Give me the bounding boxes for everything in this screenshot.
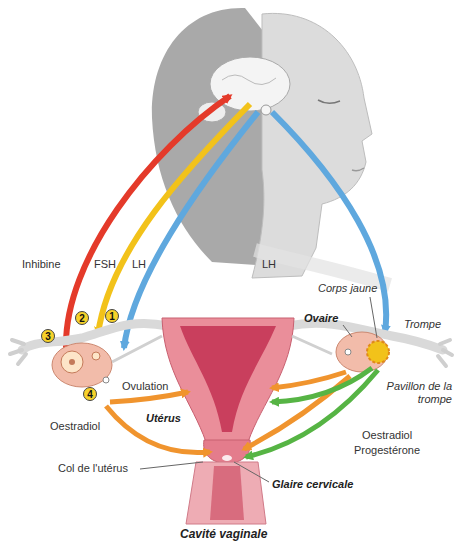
organ-label: Glaire cervicale	[272, 478, 353, 491]
right-ovary	[336, 332, 388, 372]
vagina	[186, 462, 266, 524]
corpus-luteum	[367, 341, 389, 363]
cervix	[204, 440, 251, 464]
closed-eye	[318, 100, 340, 103]
head-drawing	[152, 8, 390, 285]
left-ovary	[52, 343, 112, 387]
face	[252, 13, 372, 278]
lips	[352, 168, 364, 171]
hormone-label: LH	[262, 258, 276, 271]
lh-arrow-left	[124, 112, 258, 348]
brain-folds	[222, 75, 276, 85]
organ-label: Cavité vaginale	[180, 527, 267, 541]
genital-tract	[10, 318, 452, 524]
organ-label: Utérus	[146, 412, 181, 425]
oestradiol-arrow	[110, 392, 188, 402]
hormone-label: FSH	[94, 258, 116, 271]
organ-label: Pavillon de la trompe	[378, 380, 452, 406]
ovulation-oocyte	[103, 377, 109, 383]
organ-label: Ovaire	[304, 312, 338, 325]
lh-arrow-right	[272, 112, 386, 332]
callout-number: 1	[105, 309, 119, 323]
vaginal-cavity	[210, 466, 244, 520]
follicle	[61, 351, 83, 373]
event-label: Ovulation	[122, 380, 168, 393]
pituitary	[261, 105, 271, 115]
left-fimbria	[10, 340, 26, 364]
leader-line	[343, 325, 352, 337]
hormone-label: Inhibine	[22, 258, 61, 271]
organ-label: Col de l'utérus	[58, 462, 128, 475]
hormone-label: Oestradiol	[50, 420, 100, 433]
oestradiol-arrow	[106, 406, 210, 453]
leader-line	[140, 462, 203, 469]
hormone-label: Progestérone	[354, 444, 420, 457]
uterus-cavity	[180, 326, 276, 432]
cervical-mucus	[222, 455, 232, 461]
leader-line	[370, 297, 377, 338]
fsh-arrow	[98, 104, 250, 334]
hormone-label: Oestradiol	[362, 429, 412, 442]
ovary-ligaments	[112, 336, 332, 362]
neck-shade	[255, 250, 390, 285]
callout-number: 3	[41, 329, 55, 343]
callout-number: 2	[75, 311, 89, 325]
follicle-oocyte	[69, 359, 75, 365]
oocyte	[345, 349, 351, 355]
follicle-small	[92, 352, 100, 360]
organ-label: Trompe	[404, 318, 441, 331]
progesterone-arrow	[272, 368, 372, 402]
right-fimbria	[438, 340, 452, 366]
uterus-body	[162, 318, 294, 442]
hormone-label: LH	[132, 258, 146, 271]
callout-number: 4	[83, 387, 97, 401]
progesterone-arrow	[246, 370, 378, 457]
leader-line	[234, 462, 269, 482]
organ-label: Corps jaune	[318, 282, 377, 295]
